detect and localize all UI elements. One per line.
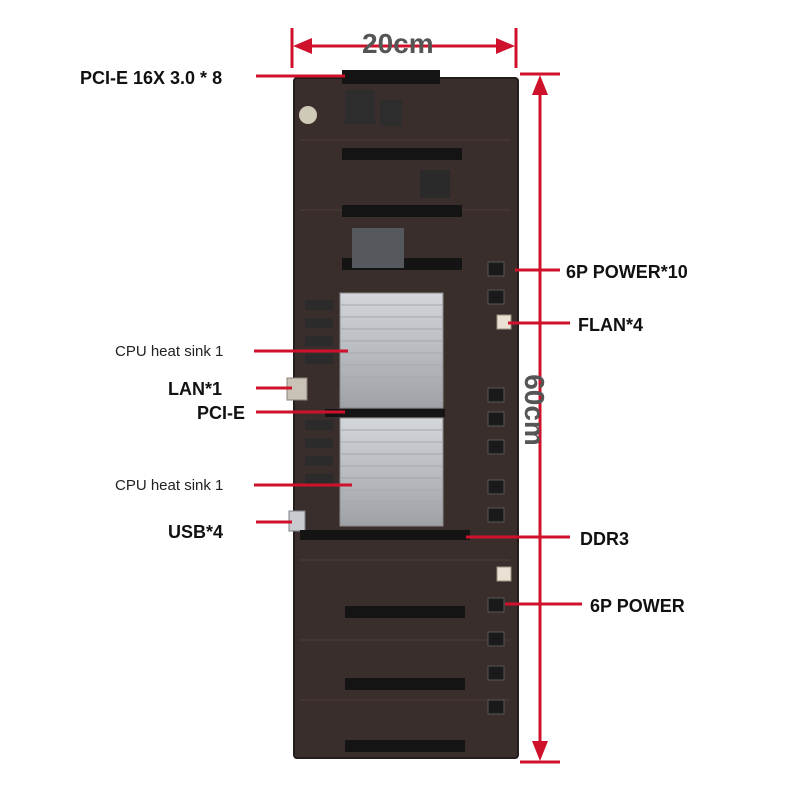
label-ddr3: DDR3 xyxy=(580,529,630,549)
label-cpu-heat-sink-bottom: CPU heat sink 1 xyxy=(115,477,224,494)
ddr3-slot xyxy=(300,530,470,540)
label-flan: FLAN*4 xyxy=(578,315,644,335)
cpu-heat-sink-2 xyxy=(339,417,444,527)
pcie-slot xyxy=(342,205,462,217)
vrm-components xyxy=(305,300,333,484)
label-pcie: PCI-E xyxy=(197,403,246,423)
6p-power-connectors xyxy=(487,261,505,715)
label-6p-power-10: 6P POWER*10 xyxy=(566,262,688,282)
label-cpu-heat-sink-top: CPU heat sink 1 xyxy=(115,343,224,360)
pcie-slot xyxy=(342,148,462,160)
label-6p-power: 6P POWER xyxy=(590,596,685,616)
width-dimension-arrow xyxy=(290,28,518,68)
label-lan: LAN*1 xyxy=(168,379,223,399)
pcie-slots-bottom xyxy=(345,606,465,752)
pcie-slot xyxy=(345,678,465,690)
height-dimension-arrow xyxy=(520,72,560,764)
label-pcie-16x: PCI-E 16X 3.0 * 8 xyxy=(80,68,223,88)
pcie-slot-middle xyxy=(325,409,445,417)
height-label: 60cm xyxy=(519,374,550,446)
fan-connectors xyxy=(496,314,512,582)
cpu-heat-sink-1 xyxy=(339,292,444,409)
pcie-slot xyxy=(345,740,465,752)
width-label: 20cm xyxy=(362,28,434,59)
pcie-slot xyxy=(345,606,465,618)
label-usb: USB*4 xyxy=(168,522,224,542)
chipset-area xyxy=(299,90,450,268)
pcie-slot xyxy=(342,70,440,84)
leader-lines xyxy=(254,74,582,606)
